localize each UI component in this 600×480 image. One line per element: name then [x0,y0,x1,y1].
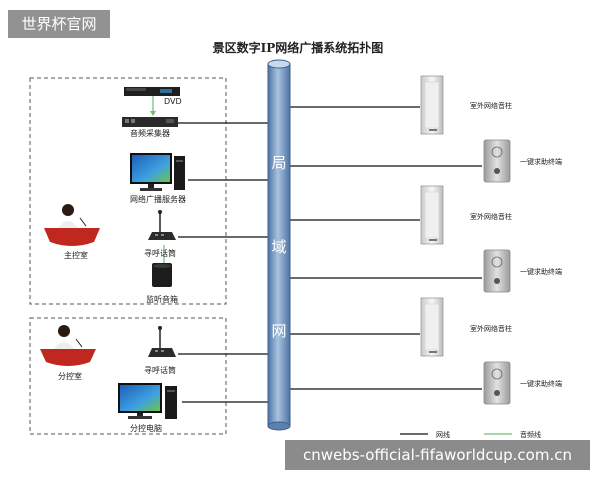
help-terminal-3-icon [483,361,511,405]
diagram-title: 景区数字IP网络广播系统拓扑图 [213,40,384,55]
sub-control-room-box [29,317,227,435]
lan-char-1: 局 [271,154,286,172]
audio-arrow-dvd [150,111,156,116]
column-speaker-2-label: 室外网络音柱 [470,212,512,221]
paging-mic-sub-icon [148,326,176,357]
column-speaker-2-icon [420,185,444,245]
main-room-label: 主控室 [64,250,88,260]
paging-mic-main-label: 寻呼话筒 [144,248,176,258]
main-control-room-box [29,77,227,305]
column-speaker-1-label: 室外网络音柱 [470,101,512,110]
lan-char-2: 域 [271,238,286,256]
audio-collector-icon [122,117,178,127]
monitor-speaker-icon [152,263,172,287]
column-speaker-3-label: 室外网络音柱 [470,324,512,333]
dvd-label: DVD [164,97,182,106]
paging-mic-main-icon [148,210,176,240]
sub-pc-icon [118,383,177,419]
monitor-speaker-label: 监听音箱 [146,294,178,304]
legend-audio-label: 音频线 [520,430,541,439]
paging-mic-sub-label: 寻呼话筒 [144,365,176,375]
help-terminal-2-label: 一键求助终端 [520,267,562,276]
watermark-top-left: 世界杯官网 [8,10,110,38]
watermark-bottom-right: cnwebs-official-fifaworldcup.com.cn [285,440,590,470]
audio-collector-label: 音频采集器 [130,128,170,138]
operator-main-icon [44,204,100,246]
sub-room-label: 分控室 [58,371,82,381]
column-speaker-3-icon [420,297,444,357]
column-speaker-1-icon [420,75,444,135]
dvd-player-icon [124,87,180,96]
help-terminal-1-icon [483,139,511,183]
help-terminal-2-icon [483,249,511,293]
help-terminal-3-label: 一键求助终端 [520,379,562,388]
server-label: 网络广播服务器 [130,194,186,204]
lan-char-3: 网 [271,322,286,340]
lan-pipe [267,59,291,431]
help-terminal-1-label: 一键求助终端 [520,157,562,166]
operator-sub-icon [40,325,96,366]
sub-pc-label: 分控电脑 [130,423,162,433]
legend-network-label: 网线 [436,430,450,439]
server-computer-icon [130,153,185,191]
